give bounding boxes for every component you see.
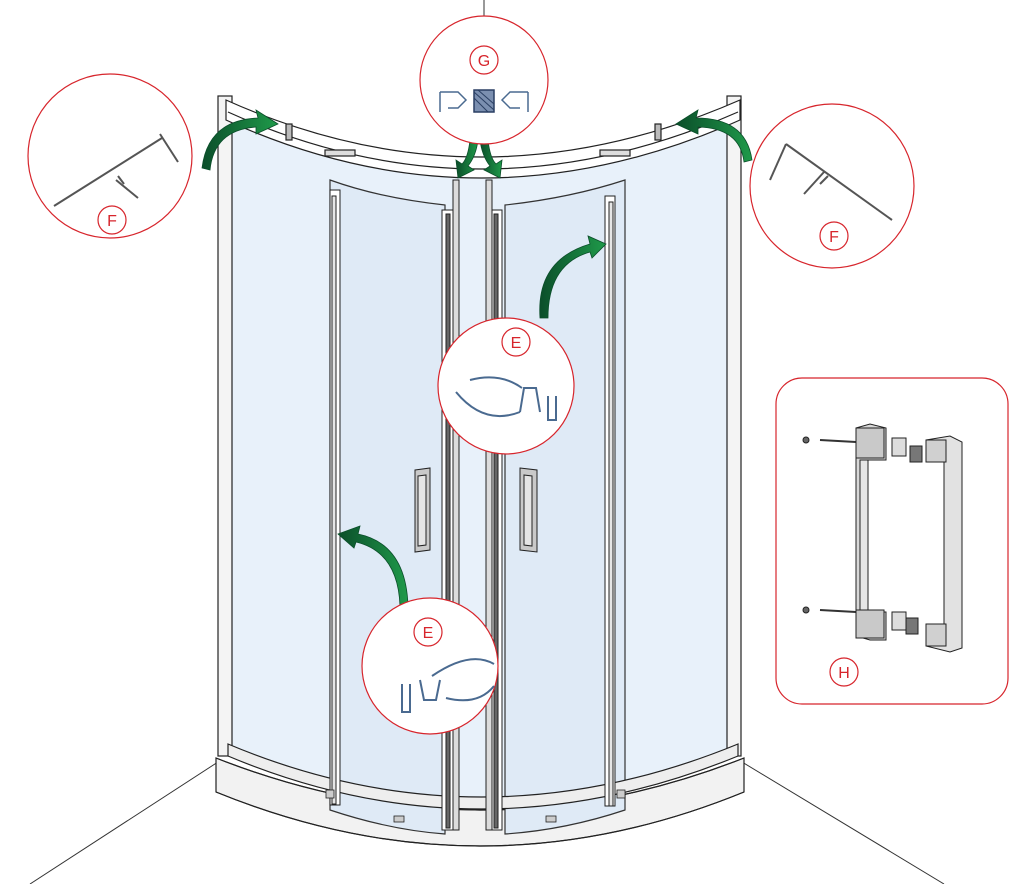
label-f-left: F [107, 213, 117, 230]
seal-profile-e-lower-icon [401, 658, 495, 713]
green-arrows [201, 109, 753, 607]
bottom-guides [325, 789, 626, 823]
enclosure-glass [225, 100, 741, 835]
callout-h: H [775, 377, 1009, 705]
callout-g: G [419, 15, 549, 145]
callout-e-lower: E [361, 597, 499, 735]
seal-profile-f-icon [53, 133, 179, 207]
seal-profile-f-right-icon [769, 143, 893, 221]
label-f-right: F [829, 229, 839, 246]
door-handles [414, 467, 538, 553]
label-e-upper: E [511, 335, 522, 352]
magnetic-seal-g-icon [439, 89, 529, 113]
callout-f-left: F [27, 73, 193, 239]
label-h: H [838, 665, 850, 682]
callout-e-upper: E [437, 317, 575, 455]
door-seals [329, 179, 616, 831]
label-e-lower: E [423, 625, 434, 642]
handle-assembly-icon [802, 423, 963, 653]
callout-f-right: F [749, 103, 915, 269]
seal-profile-e-upper-icon [455, 376, 557, 421]
label-g: G [478, 53, 490, 70]
enclosure-frame [217, 95, 742, 810]
